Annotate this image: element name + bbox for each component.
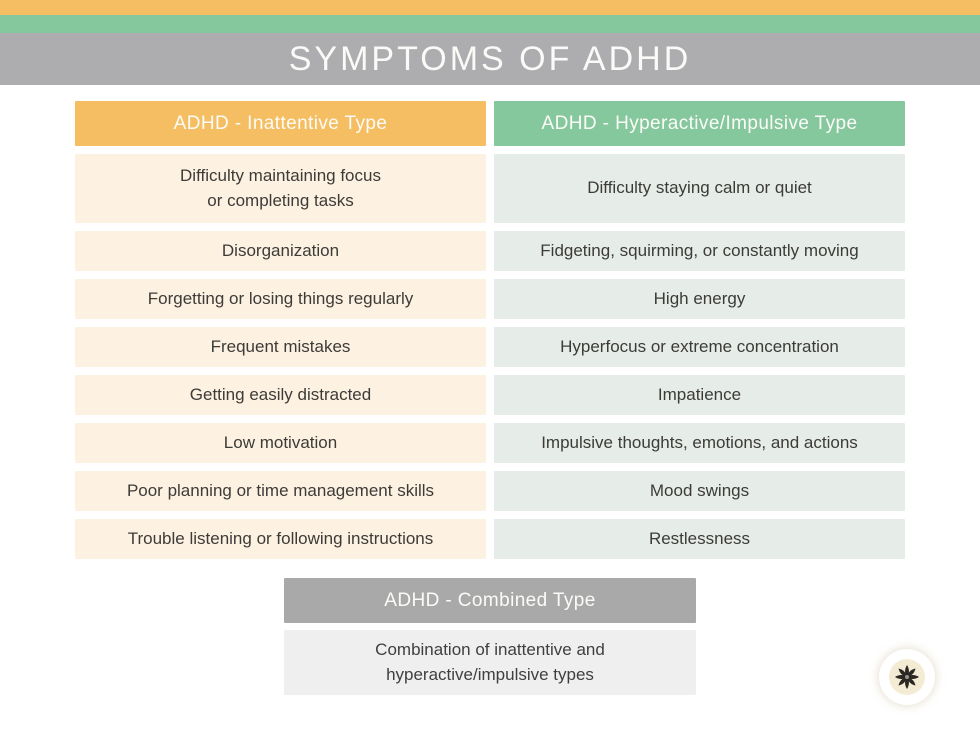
hyperactive-symptom-cell: Difficulty staying calm or quiet	[494, 154, 905, 223]
combined-type-header: ADHD - Combined Type	[284, 578, 696, 623]
inattentive-symptom-cell: Forgetting or losing things regularly	[75, 279, 486, 319]
inattentive-symptom-cell: Frequent mistakes	[75, 327, 486, 367]
title-bar: SYMPTOMS OF ADHD	[0, 33, 980, 85]
hyperactive-symptom-cell: Fidgeting, squirming, or constantly movi…	[494, 231, 905, 271]
hyperactive-symptom-cell: High energy	[494, 279, 905, 319]
hyperactive-symptom-cell: Hyperfocus or extreme concentration	[494, 327, 905, 367]
inattentive-column: ADHD - Inattentive Type Difficulty maint…	[75, 101, 486, 559]
top-stripe-orange	[0, 0, 980, 15]
hyperactive-symptom-cell: Mood swings	[494, 471, 905, 511]
combined-type-section: ADHD - Combined Type Combination of inat…	[284, 578, 696, 695]
hyperactive-symptom-cell: Impulsive thoughts, emotions, and action…	[494, 423, 905, 463]
symptom-columns: ADHD - Inattentive Type Difficulty maint…	[75, 101, 905, 559]
hyperactive-symptom-cell: Restlessness	[494, 519, 905, 559]
hyperactive-symptom-cell: Impatience	[494, 375, 905, 415]
inattentive-symptom-cell: Low motivation	[75, 423, 486, 463]
flower-icon	[889, 659, 925, 695]
brand-logo	[879, 649, 935, 705]
page-title: SYMPTOMS OF ADHD	[288, 39, 692, 78]
hyperactive-column-header: ADHD - Hyperactive/Impulsive Type	[494, 101, 905, 146]
inattentive-column-header: ADHD - Inattentive Type	[75, 101, 486, 146]
inattentive-symptom-cell: Difficulty maintaining focus or completi…	[75, 154, 486, 223]
inattentive-symptom-cell: Poor planning or time management skills	[75, 471, 486, 511]
inattentive-symptom-cell: Trouble listening or following instructi…	[75, 519, 486, 559]
combined-type-cell: Combination of inattentive and hyperacti…	[284, 630, 696, 695]
inattentive-symptom-cell: Getting easily distracted	[75, 375, 486, 415]
top-stripe-green	[0, 15, 980, 33]
inattentive-symptom-cell: Disorganization	[75, 231, 486, 271]
hyperactive-column: ADHD - Hyperactive/Impulsive Type Diffic…	[494, 101, 905, 559]
